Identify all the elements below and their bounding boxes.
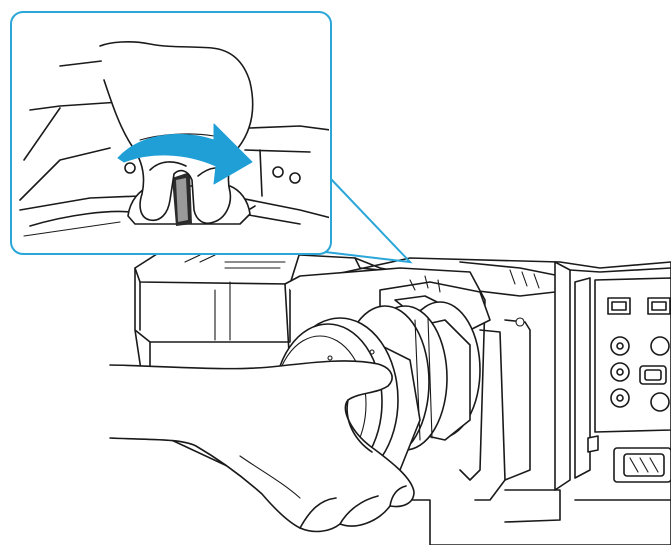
rotate-clockwise-arrow-icon [117,123,253,185]
callout-leader [324,177,413,264]
callout-detail [10,11,332,255]
hand-holding-lens [109,360,415,533]
